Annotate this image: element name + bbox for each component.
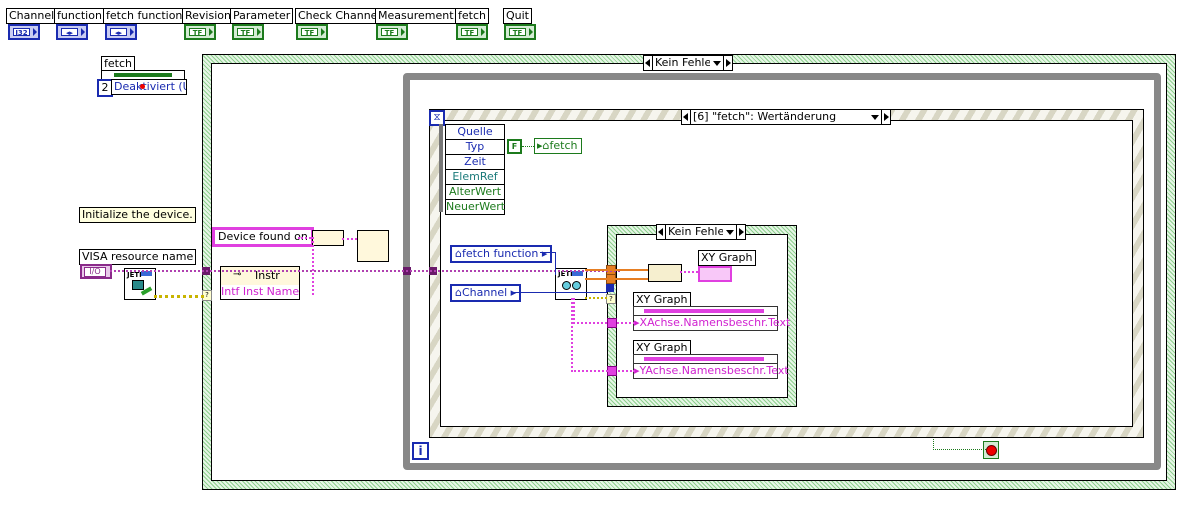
orange-wire [585, 278, 648, 280]
tunnel-blue [606, 284, 614, 292]
concatenate-strings-node[interactable] [312, 230, 344, 246]
pink-wire [342, 238, 357, 240]
xy-graph-label: XY Graph [698, 250, 756, 266]
xy-graph-prop-label: XY Graph [633, 340, 691, 356]
stop-terminal[interactable] [983, 441, 999, 459]
property-node-x-axis[interactable]: ▸XAchse.Namensbeschr.Text [633, 315, 791, 331]
property-node-label: fetch [101, 56, 135, 72]
event-data-alterwert[interactable]: AlterWert [445, 185, 505, 200]
visa-terminal[interactable]: I/O [80, 264, 112, 279]
i32-wire [512, 292, 607, 293]
error-case-selector[interactable]: Kein Fehler [643, 55, 733, 71]
jeti-init-icon[interactable]: JETI [124, 268, 156, 300]
event-data-neuerwert[interactable]: NeuerWert [445, 200, 506, 215]
prev-case-arrow[interactable] [657, 225, 666, 239]
case-name: Kein Fehler [655, 56, 710, 69]
control-label: Revision [182, 8, 234, 24]
local-variable-fetch[interactable]: ▸⌂fetch [534, 138, 582, 154]
build-array-node[interactable] [648, 264, 682, 282]
pink-wire [571, 298, 635, 372]
xy-graph-terminal[interactable] [698, 266, 732, 282]
next-case-arrow[interactable] [723, 56, 732, 70]
next-case-arrow[interactable] [736, 225, 745, 239]
i32-terminal[interactable]: I32 [8, 24, 40, 40]
stop-wire [933, 437, 986, 450]
tunnel-error: ? [606, 294, 616, 304]
dropdown-icon[interactable] [726, 230, 734, 235]
dropdown-icon[interactable] [871, 115, 879, 120]
boolean-terminal[interactable]: TF [184, 24, 216, 40]
pink-wire [680, 271, 698, 273]
control-label: fetch [455, 8, 489, 24]
device-found-constant[interactable]: Device found on [212, 227, 314, 247]
boolean-terminal[interactable]: TF [456, 24, 488, 40]
prev-event-arrow[interactable] [682, 110, 691, 124]
event-data-elemref[interactable]: ElemRef [445, 170, 505, 185]
ref-fetch-function[interactable]: ⌂fetch function ▸ [450, 245, 553, 263]
control-label: Measurement [375, 8, 457, 24]
jeti-fetch-icon[interactable]: JETI [555, 268, 587, 300]
class-bar [114, 73, 172, 77]
unbundle-title: Instr [255, 269, 280, 282]
enum-wire [540, 252, 556, 275]
control-label: Parameter [230, 8, 294, 24]
event-data-typ[interactable]: Typ [445, 140, 505, 155]
prev-case-arrow[interactable] [644, 56, 653, 70]
visa-terminal-text: I/O [84, 267, 106, 277]
event-data-quelle[interactable]: Quelle [445, 124, 505, 140]
unbundle-output[interactable]: Intf Inst Name [220, 285, 300, 300]
enum-terminal[interactable]: ◂▸ [56, 24, 88, 40]
next-event-arrow[interactable] [881, 110, 890, 124]
visa-wire [110, 270, 620, 272]
case-name: Kein Fehler [668, 225, 723, 238]
event-data-node[interactable]: Quelle Typ Zeit ElemRef AlterWert NeuerW… [445, 124, 505, 215]
event-name: [6] "fetch": Wertänderung [693, 110, 837, 123]
control-label: Check Channel [295, 8, 384, 24]
boolean-terminal[interactable]: TF [232, 24, 264, 40]
ref-channel[interactable]: ⌂Channel ▸ [450, 284, 522, 302]
pink-wire [573, 298, 635, 324]
iteration-terminal: i [412, 442, 429, 460]
property-name: YAchse.Namensbeschr.Text [639, 364, 789, 377]
inner-case-selector[interactable]: Kein Fehler [656, 224, 746, 240]
property-name: XAchse.Namensbeschr.Text [639, 316, 791, 329]
ref-label: Channel [461, 286, 508, 299]
event-data-zeit[interactable]: Zeit [445, 155, 505, 170]
control-label: fetch function [103, 8, 186, 24]
unbundle-node[interactable]: ⊸ Instr [220, 266, 300, 286]
property-name[interactable]: Deaktiviert (U8) [111, 79, 187, 95]
stop-icon [986, 445, 997, 456]
dialog-icon[interactable] [357, 230, 389, 262]
breakpoint-dot [140, 84, 145, 89]
error-wire [154, 295, 204, 298]
pink-wire [298, 237, 314, 295]
dropdown-icon[interactable] [713, 61, 721, 66]
comment-label: Initialize the device. [79, 207, 196, 223]
orange-wire [585, 269, 648, 271]
error-wire [585, 297, 607, 299]
local-variable-label: fetch [549, 139, 578, 152]
property-node-y-axis[interactable]: ▸YAchse.Namensbeschr.Text [633, 363, 789, 379]
enum-terminal[interactable]: ◂▸ [105, 24, 137, 40]
false-constant[interactable]: F [507, 139, 522, 154]
boolean-wire [522, 146, 534, 147]
event-case-selector[interactable]: [6] "fetch": Wertänderung [681, 109, 891, 125]
boolean-terminal[interactable]: TF [296, 24, 328, 40]
event-data-bar [439, 124, 443, 212]
control-label: function [54, 8, 105, 24]
boolean-terminal[interactable]: TF [376, 24, 408, 40]
visa-resource-label: VISA resource name [79, 249, 197, 265]
control-label: Channel [6, 8, 58, 24]
control-label: Quit [503, 8, 532, 24]
ref-label: fetch function [461, 247, 539, 260]
timeout-hourglass-icon[interactable]: ⧖ [429, 110, 445, 126]
boolean-terminal[interactable]: TF [504, 24, 536, 40]
